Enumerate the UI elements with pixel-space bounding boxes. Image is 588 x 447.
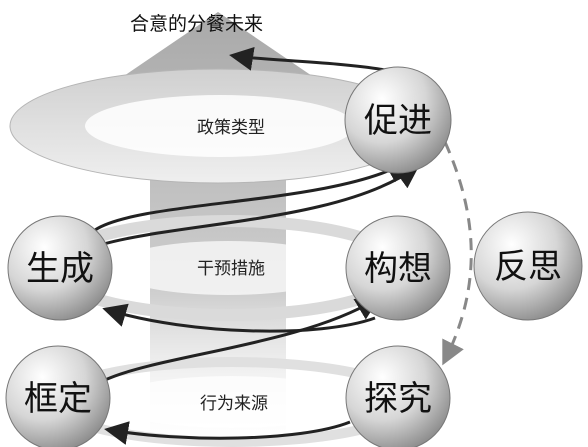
arrow-promote-to-future — [229, 46, 386, 72]
node-reflect: 反思 — [473, 211, 583, 321]
arrow-generate-to-promote-inner — [99, 164, 420, 247]
ring-policy-types: 政策类型 — [9, 68, 427, 184]
node-label-generate: 生成 — [26, 249, 94, 289]
ring-label-behavior-sources: 行为来源 — [200, 394, 268, 414]
ring-label-policy-types: 政策类型 — [197, 118, 265, 138]
node-label-promote: 促进 — [364, 101, 432, 141]
ring-label-interventions: 干预措施 — [197, 259, 265, 279]
arrow-frame-to-conceive — [104, 296, 381, 382]
node-label-reflect: 反思 — [494, 247, 562, 287]
node-explore: 探究 — [345, 345, 451, 447]
future-title: 合意的分餐未来 — [130, 13, 263, 35]
node-label-frame: 框定 — [24, 379, 92, 419]
arrow-explore-to-frame-lower — [104, 420, 351, 445]
arrow-promote-to-explore-dashed — [442, 141, 473, 366]
node-frame: 框定 — [5, 345, 111, 447]
arrow-generate-to-promote-outer — [94, 160, 411, 232]
node-conceive: 构想 — [345, 215, 451, 321]
node-label-explore: 探究 — [364, 379, 432, 419]
node-generate: 生成 — [7, 215, 113, 321]
arrow-conceive-to-generate — [102, 303, 376, 333]
node-promote: 促进 — [344, 66, 452, 174]
node-label-conceive: 构想 — [364, 249, 432, 289]
